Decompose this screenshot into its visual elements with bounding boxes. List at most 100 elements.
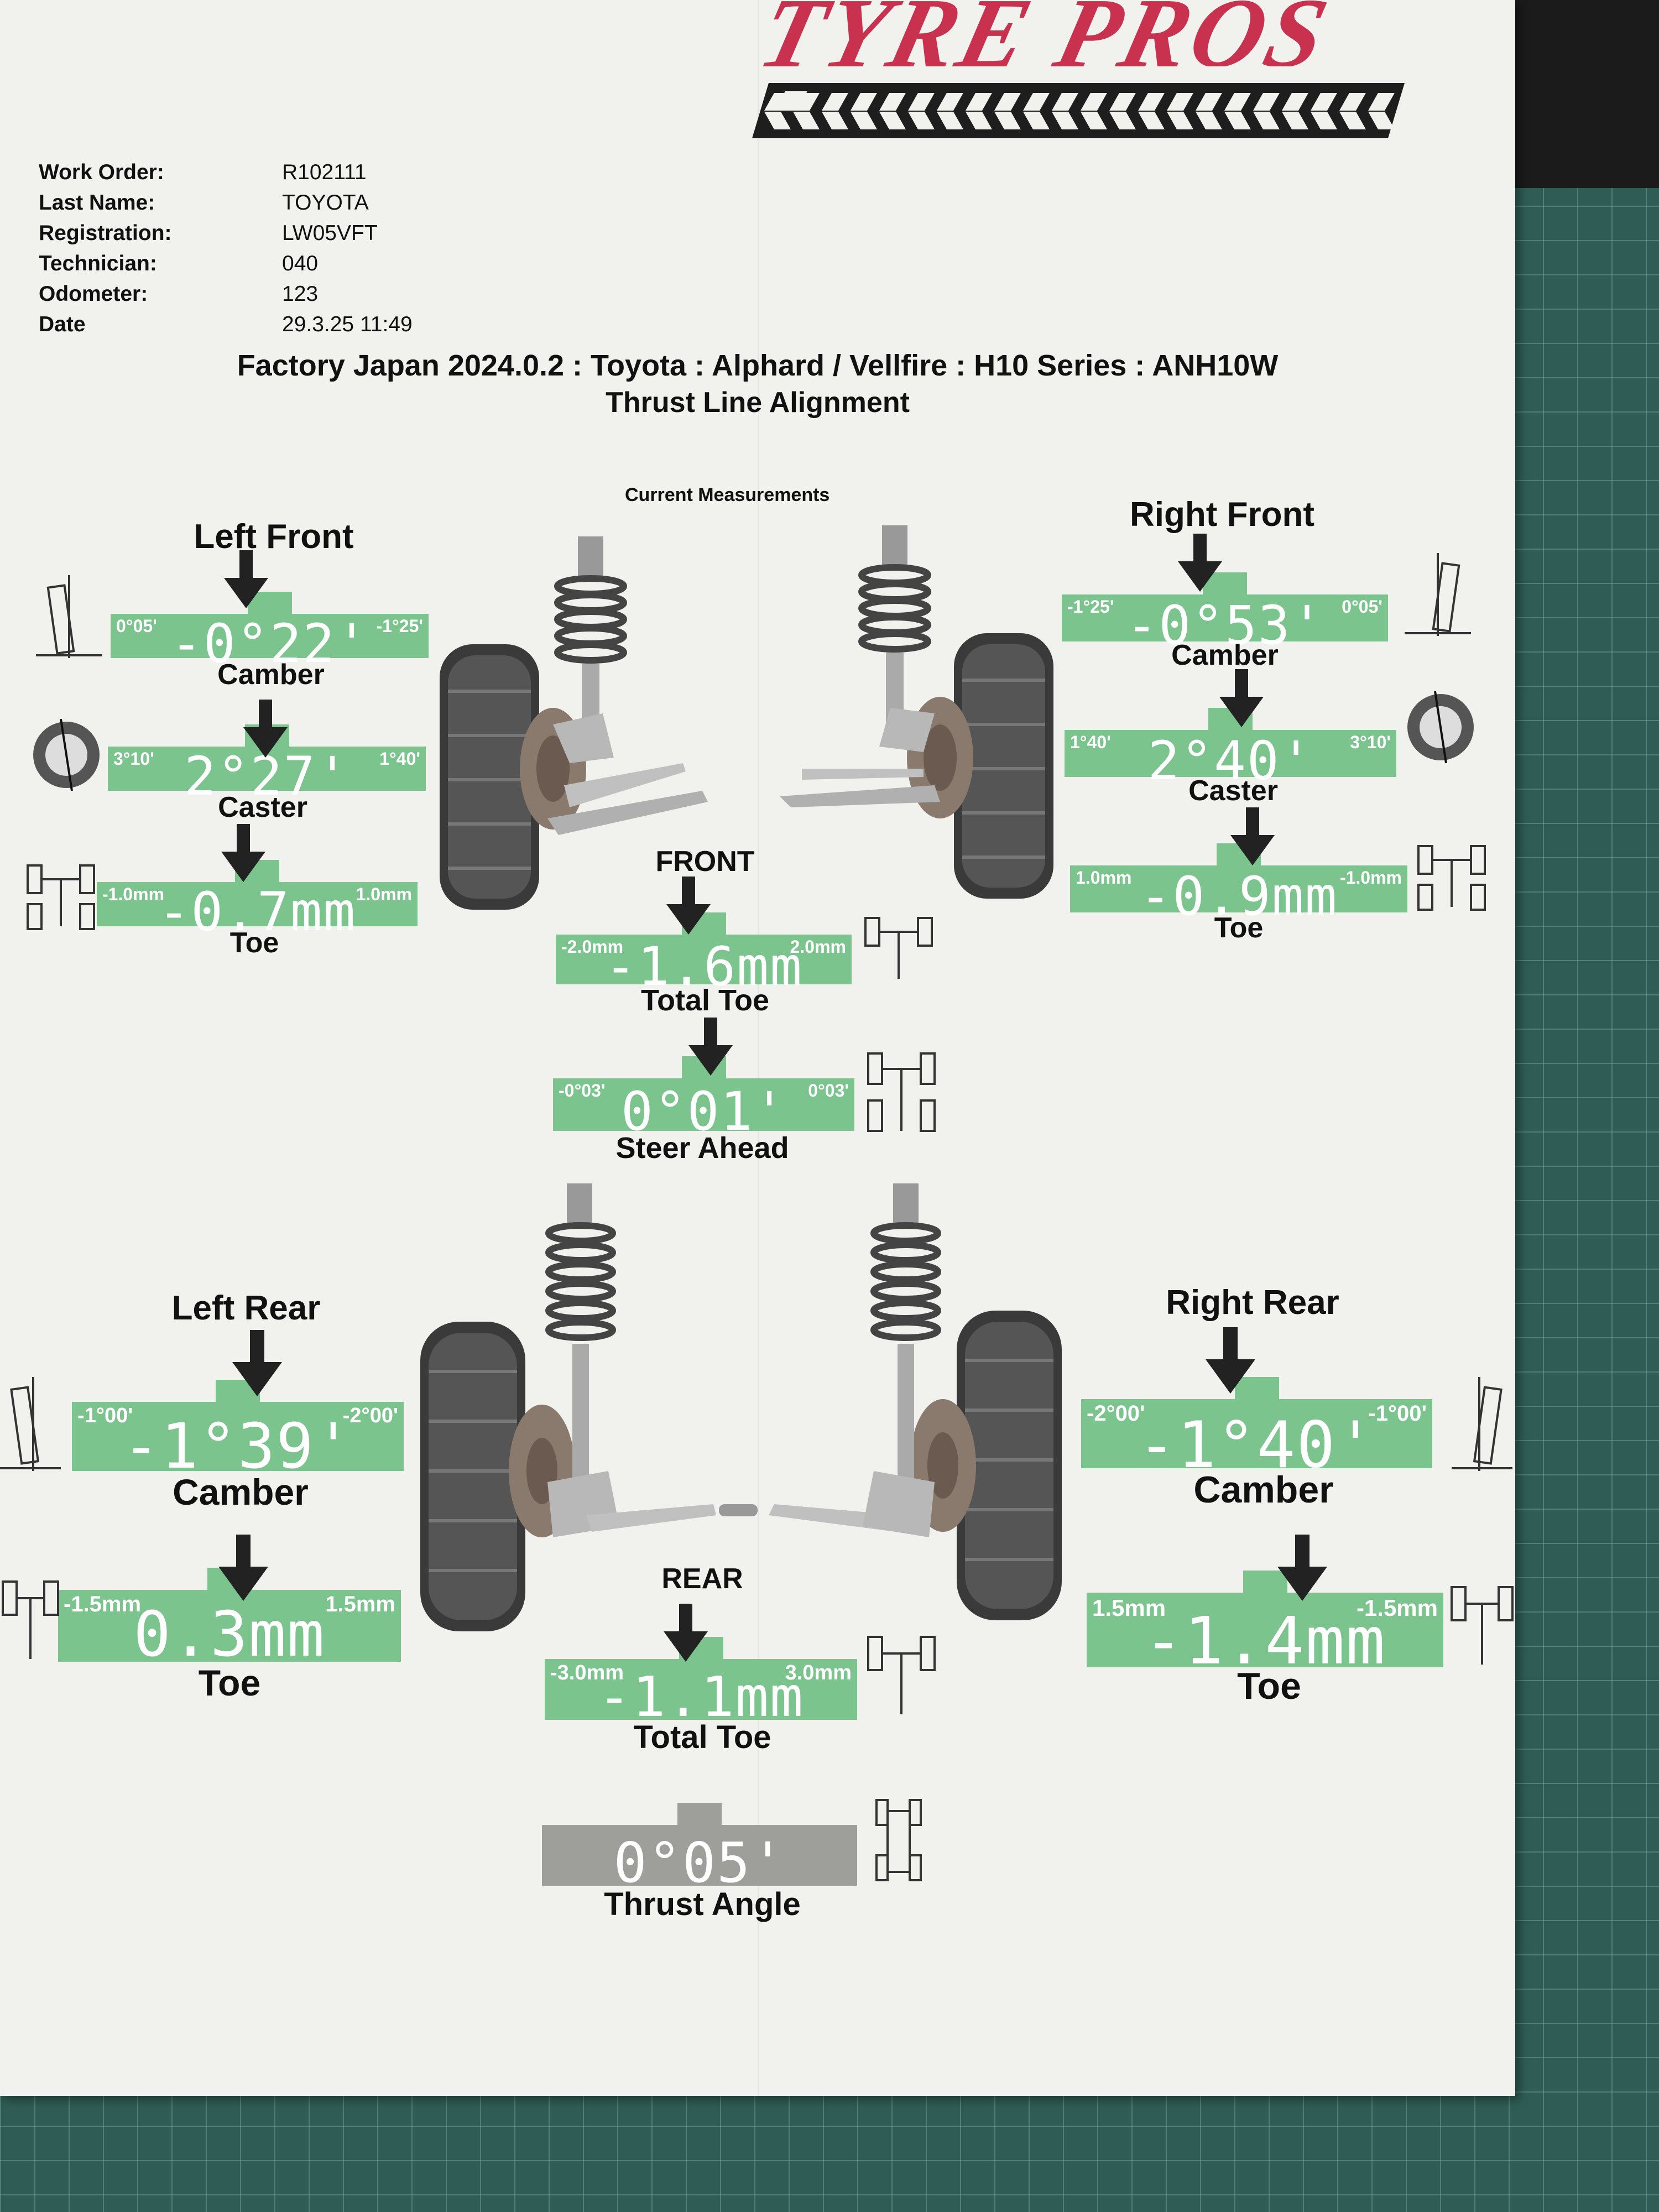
left-rear-toe-gauge: -1.5mm 1.5mm 0.3mm <box>58 1568 401 1671</box>
tread-mark <box>1311 93 1337 111</box>
camber-diagram-icon <box>1405 553 1471 636</box>
left-front-toe-gauge: -1.0mm 1.0mm -0.7mm <box>97 860 418 943</box>
dark-background-corner <box>1504 0 1659 188</box>
rear-suspension-illustration <box>420 1183 1062 1631</box>
right-rear-title: Right Rear <box>1166 1284 1339 1322</box>
tread-mark <box>793 112 820 129</box>
gauge-min-limit: -3.0mm <box>550 1661 624 1684</box>
right-rear-toe-label: Toe <box>1237 1665 1301 1707</box>
left-front-title: Left Front <box>194 518 354 556</box>
left-rear-toe-value: 0.3mm <box>133 1599 326 1671</box>
tread-mark <box>1224 112 1251 129</box>
left-rear-camber-value: -1°39' <box>122 1411 353 1483</box>
rear-axle-title: REAR <box>661 1563 743 1595</box>
date-label: Date <box>39 312 86 336</box>
gauge-max-limit: -2°00' <box>342 1404 398 1427</box>
steer-ahead-diagram-icon <box>867 1052 936 1132</box>
tread-mark <box>1196 112 1222 129</box>
tread-mark <box>1081 112 1107 129</box>
gauge-center-notch <box>1235 1377 1279 1401</box>
gauge-min-limit: -2.0mm <box>561 937 624 957</box>
gauge-min-limit: 1°40' <box>1070 732 1111 752</box>
tread-mark <box>1167 93 1193 111</box>
last-name-row: Last Name: TOYOTA <box>39 191 481 221</box>
tread-mark <box>851 93 877 111</box>
thrust-angle-gauge: 0°05' <box>542 1803 857 1895</box>
tread-mark <box>1339 112 1366 129</box>
gauge-min-limit: 3°10' <box>113 749 154 769</box>
right-front-toe-label: Toe <box>1214 912 1264 944</box>
left-rear-camber-gauge: -1°00' -2°00' -1°39' <box>72 1380 404 1483</box>
brand-tread-stripe <box>752 83 1405 138</box>
tread-mark <box>908 93 935 111</box>
camber-diagram-icon <box>36 575 102 658</box>
gauge-min-limit: -0°03' <box>559 1081 606 1100</box>
gauge-min-limit: 1.5mm <box>1092 1595 1166 1621</box>
gauge-max-limit: 1°40' <box>379 749 420 769</box>
work-order-value: R102111 <box>282 160 367 184</box>
gauge-min-limit: -1.0mm <box>102 884 165 904</box>
down-arrow-icon <box>666 877 711 935</box>
gauge-bar <box>111 614 429 658</box>
technician-label: Technician: <box>39 252 157 275</box>
steer-ahead-gauge: -0°03' 0°03' 0°01' <box>553 1056 854 1142</box>
thrust-angle-label: Thrust Angle <box>604 1886 801 1922</box>
gauge-min-limit: 0°05' <box>116 616 157 636</box>
gauge-bar <box>72 1402 404 1471</box>
tread-mark <box>966 112 992 129</box>
tread-mark <box>994 93 1021 111</box>
tread-mark <box>1138 112 1165 129</box>
tread-mark <box>937 93 963 111</box>
down-arrow-icon <box>1230 807 1275 865</box>
toe-diagram-icon <box>2 1580 59 1659</box>
down-arrow-icon <box>224 550 268 608</box>
date-row: Date 29.3.25 11:49 <box>39 312 481 343</box>
left-rear-toe-label: Toe <box>198 1662 261 1703</box>
toe-diagram-icon <box>27 864 95 930</box>
tread-mark <box>1253 112 1280 129</box>
tread-mark <box>1282 112 1308 129</box>
tread-mark <box>1052 112 1078 129</box>
gauge-max-limit: 2.0mm <box>790 937 846 957</box>
gauge-bar <box>58 1590 401 1662</box>
tread-mark <box>1167 112 1193 129</box>
tread-mark <box>1138 93 1165 111</box>
left-front-toe-label: Toe <box>229 927 279 959</box>
work-order-label: Work Order: <box>39 160 164 184</box>
right-rear-camber-value: -1°40' <box>1137 1408 1376 1483</box>
gauge-center-notch <box>1243 1571 1287 1595</box>
right-front-camber-label: Camber <box>1171 639 1279 671</box>
work-order-row: Work Order: R102111 <box>39 160 481 191</box>
technician-value: 040 <box>282 252 319 275</box>
last-name-value: TOYOTA <box>282 191 369 215</box>
gauge-bar <box>1070 865 1407 912</box>
registration-value: LW05VFT <box>282 221 378 245</box>
registration-label: Registration: <box>39 221 172 245</box>
front-total-toe-label: Total Toe <box>641 984 769 1017</box>
tread-mark <box>1224 93 1251 111</box>
gauge-bar <box>1062 594 1388 641</box>
right-rear-toe-gauge: 1.5mm -1.5mm -1.4mm <box>1087 1571 1443 1679</box>
gauge-min-limit: -2°00' <box>1087 1401 1145 1426</box>
registration-row: Registration: LW05VFT <box>39 221 481 252</box>
gauge-max-limit: -1°25' <box>376 616 423 636</box>
tread-mark <box>937 112 963 129</box>
right-front-toe-value: -0.9mm <box>1139 865 1338 927</box>
gauge-max-limit: 1.0mm <box>356 884 412 904</box>
tread-mark <box>879 112 906 129</box>
caster-diagram-icon <box>1407 691 1474 763</box>
tread-mark <box>1109 93 1136 111</box>
tread-mark <box>1339 93 1366 111</box>
gauge-min-limit: 1.0mm <box>1076 868 1132 888</box>
gauge-bar <box>553 1078 854 1131</box>
gauge-bar <box>556 935 852 984</box>
gauge-max-limit: 0°05' <box>1342 597 1383 617</box>
right-front-title: Right Front <box>1129 495 1314 534</box>
tread-mark <box>994 112 1021 129</box>
tread-mark <box>879 93 906 111</box>
right-front-caster-label: Caster <box>1188 775 1278 807</box>
caster-diagram-icon <box>33 719 100 791</box>
down-arrow-icon <box>1277 1535 1327 1601</box>
gauge-bar <box>542 1825 857 1886</box>
camber-diagram-icon <box>0 1377 61 1471</box>
